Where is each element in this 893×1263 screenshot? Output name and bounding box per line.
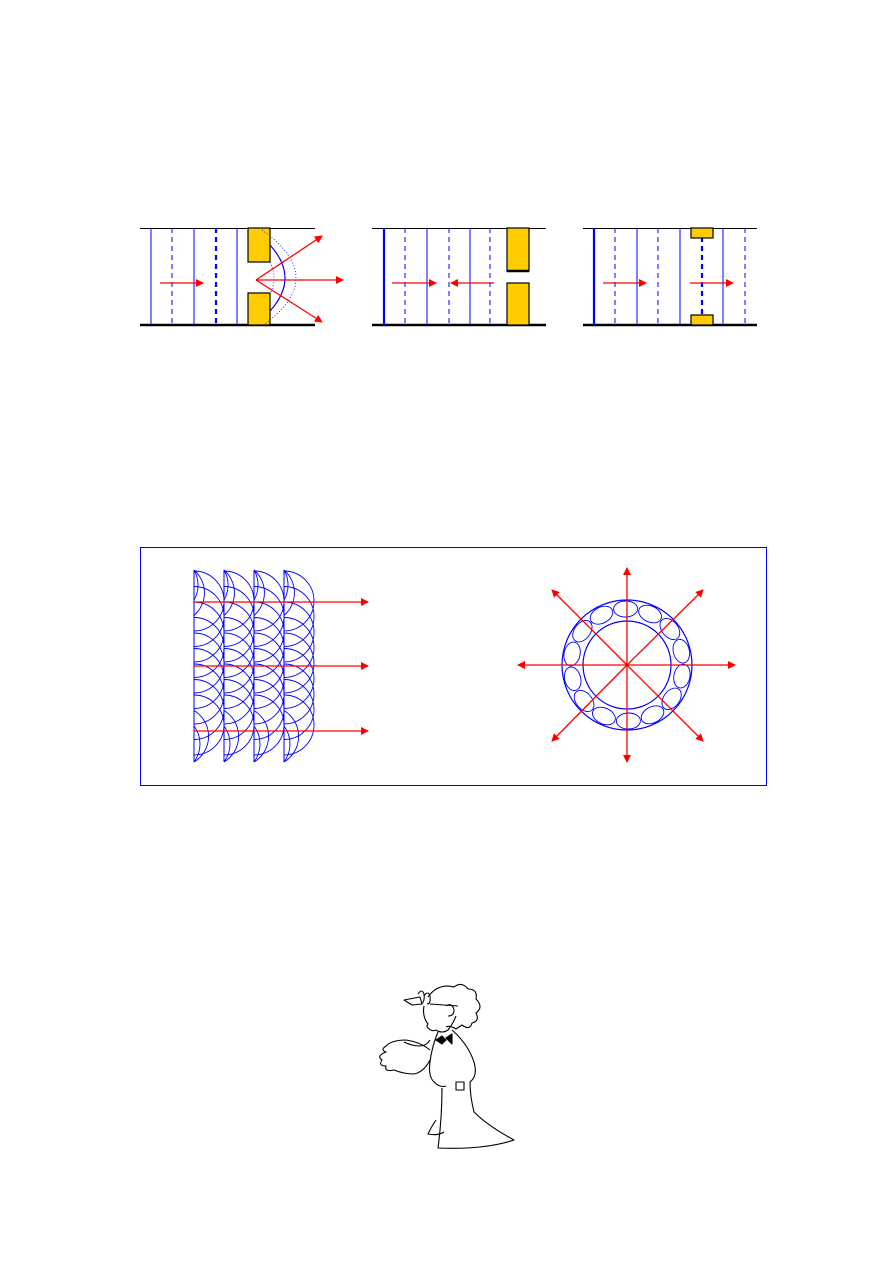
panel-slit-diffraction <box>140 227 344 327</box>
wavelet <box>283 648 315 709</box>
scientist-cartoon <box>379 983 515 1149</box>
wavelet <box>283 601 315 663</box>
direction-arrow <box>626 589 704 666</box>
barrier-block <box>247 292 271 326</box>
direction-arrow <box>626 664 704 742</box>
wavelet <box>223 725 231 763</box>
wavelet <box>573 690 595 712</box>
wavelet <box>253 725 261 763</box>
wavelet <box>283 617 315 678</box>
wavelet <box>592 706 616 726</box>
wavelet <box>659 618 681 640</box>
wavelet <box>193 710 210 763</box>
barrier-block <box>690 314 714 326</box>
panel-transmission <box>583 227 757 327</box>
wavelet <box>283 663 315 725</box>
wavelet <box>283 710 300 763</box>
wavelet <box>223 569 235 616</box>
diffracted-wavefront-dotted <box>261 229 297 327</box>
wavelet <box>283 679 315 740</box>
diffracted-wavefront-dotted <box>269 261 275 295</box>
wavelet <box>193 569 205 616</box>
wavelet <box>672 638 691 664</box>
wavelet <box>563 666 582 692</box>
wavelet <box>193 725 201 763</box>
wavelet <box>223 710 240 763</box>
wavelet <box>615 712 641 730</box>
wavelet <box>223 569 229 601</box>
barrier-block <box>506 282 530 326</box>
direction-arrow <box>255 279 323 323</box>
barrier-block <box>506 227 530 272</box>
wavelet <box>640 705 665 725</box>
spherical-wave-wavelets <box>517 567 736 763</box>
plane-wave-wavelets <box>193 569 369 763</box>
wavelet <box>283 694 315 756</box>
wavelet <box>253 710 270 763</box>
wavelet <box>563 641 581 667</box>
wavelet <box>613 600 639 618</box>
direction-arrow <box>255 235 323 281</box>
diffracted-wavefront <box>269 244 286 312</box>
wavelet <box>193 569 199 601</box>
wavelet <box>572 620 593 643</box>
wavelet <box>253 569 259 601</box>
wavelet <box>661 687 682 710</box>
direction-arrow <box>551 589 628 666</box>
huygens-frame <box>140 547 767 786</box>
barrier-block <box>690 227 714 239</box>
wavelet <box>283 632 315 694</box>
wavelet <box>283 569 289 601</box>
wavelet <box>283 725 291 763</box>
wavelet <box>589 605 614 625</box>
wavelet <box>283 569 295 616</box>
direction-arrow <box>551 664 628 742</box>
wavelet <box>283 586 315 647</box>
wavelet <box>253 569 265 616</box>
panel-reflection <box>372 227 546 327</box>
wavelet <box>638 604 662 624</box>
wavelet <box>283 570 315 632</box>
barrier-block <box>247 227 271 263</box>
wavelet <box>673 663 691 689</box>
